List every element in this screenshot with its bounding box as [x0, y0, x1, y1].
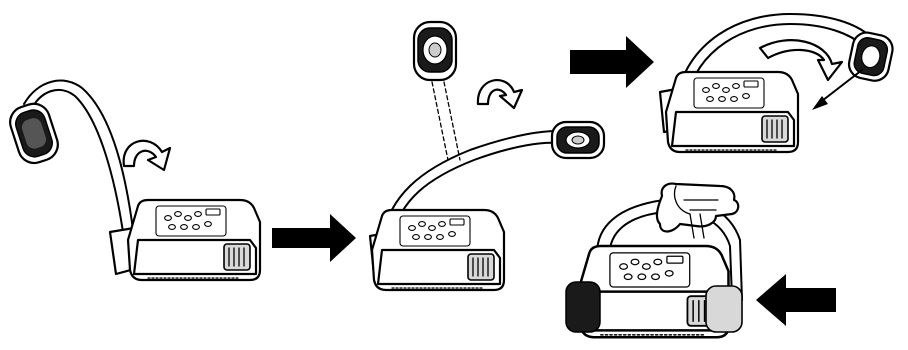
folded-camera-head	[566, 282, 600, 332]
step-4-press-arm-down	[566, 184, 836, 338]
pointing-hand-icon	[657, 184, 738, 238]
thin-diagonal-arrow-icon	[812, 70, 862, 110]
curved-rotation-arrow-icon	[478, 80, 522, 108]
step-3-fold-arm-over-body	[570, 14, 895, 152]
step-2-rotate-camera-head	[370, 22, 604, 290]
curved-rotation-arrow-icon	[124, 141, 170, 170]
camera-head	[6, 100, 62, 168]
camera-head	[552, 122, 604, 158]
dashed-guide	[432, 82, 460, 160]
solid-right-arrow-icon	[570, 36, 654, 88]
step-1-camera-unfolded	[6, 81, 260, 280]
camera-head-rotated-preview	[414, 22, 456, 80]
camera-base	[666, 72, 798, 152]
solid-left-arrow-icon	[756, 274, 836, 326]
solid-right-arrow-icon	[272, 214, 356, 262]
camera-base	[372, 210, 504, 290]
camera-base	[128, 200, 260, 280]
